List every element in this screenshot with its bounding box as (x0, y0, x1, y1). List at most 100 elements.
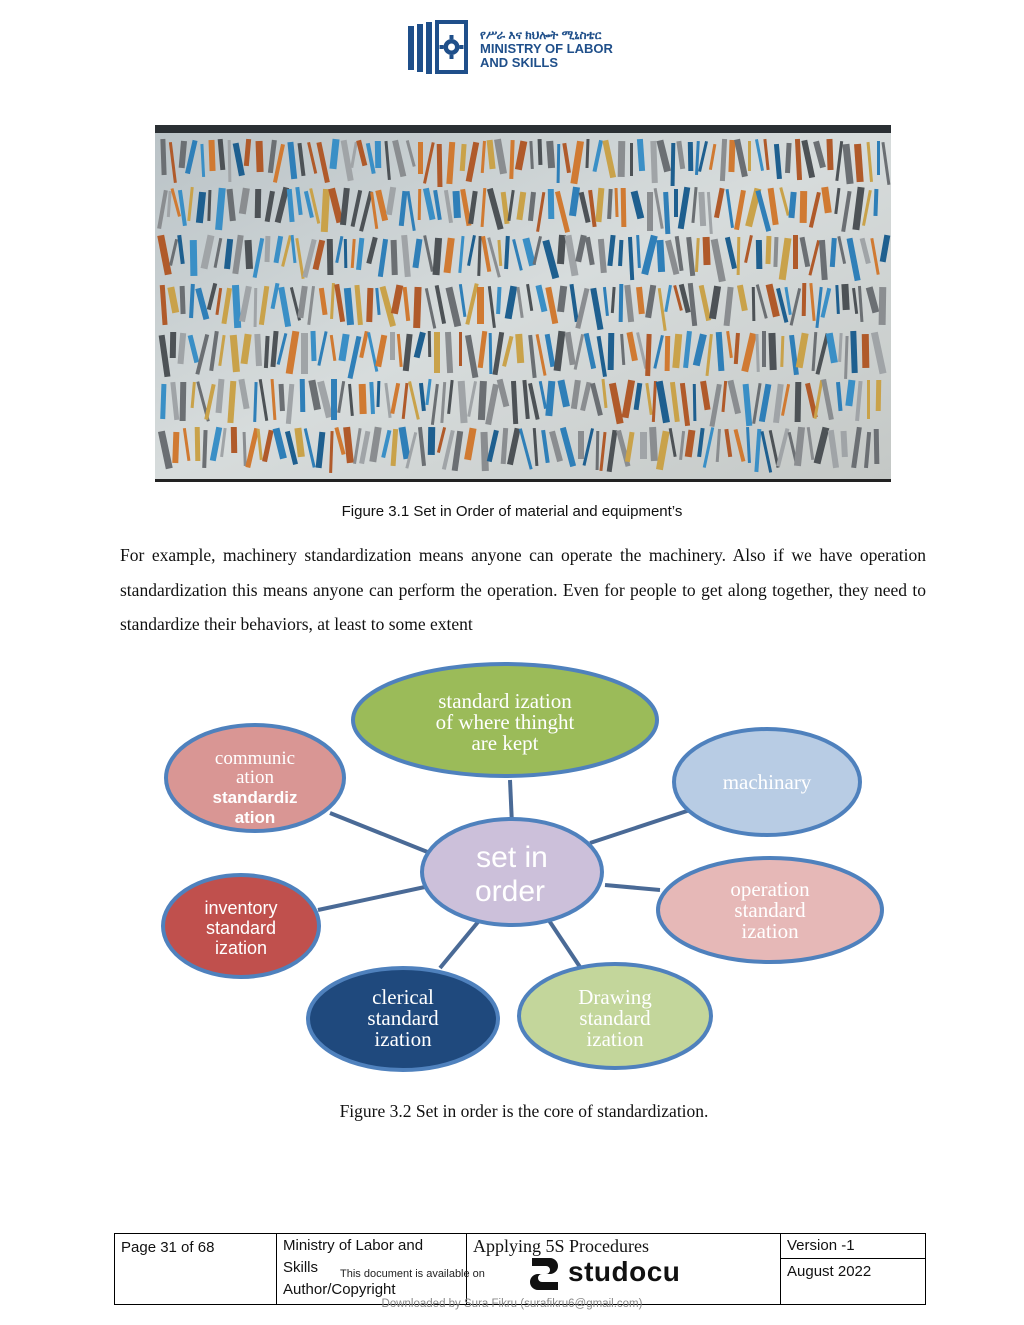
tool-shape (229, 334, 240, 373)
tool-shape (507, 427, 521, 466)
tool-shape (375, 334, 388, 368)
tool-shape (773, 143, 782, 180)
tool-shape (528, 334, 537, 379)
tool-shape (760, 431, 773, 473)
node-text: ation (235, 808, 276, 827)
tool-shape (556, 234, 567, 265)
tool-shape (170, 188, 181, 217)
tool-shape (315, 431, 326, 469)
tool-shape (274, 186, 290, 224)
tool-shape (465, 141, 480, 183)
tool-shape (486, 187, 504, 231)
tool-shape (672, 333, 683, 369)
tool-shape (826, 138, 834, 171)
tool-shape (752, 382, 762, 424)
tool-shape (702, 427, 715, 468)
tool-shape (692, 383, 697, 422)
tool-shape (334, 426, 346, 456)
tool-shape (504, 285, 518, 320)
tool-shape (185, 139, 198, 175)
node-text: ization (741, 919, 799, 943)
tool-shape (457, 380, 468, 424)
tool-shape (340, 139, 354, 182)
tool-shape (850, 330, 858, 374)
tool-shape (679, 382, 691, 427)
tool-shape (492, 331, 505, 376)
studocu-logo[interactable]: studocu (522, 1254, 692, 1294)
tool-shape (655, 380, 670, 424)
tool-shape (602, 286, 609, 317)
tool-shape (835, 140, 844, 182)
tool-shape (316, 141, 330, 184)
tool-shape (187, 186, 194, 222)
connector-line (589, 808, 691, 845)
ministry-emblem-icon (408, 20, 468, 74)
node-text: ization (215, 938, 267, 958)
tool-shape (486, 139, 496, 170)
tool-shape (169, 238, 179, 266)
tool-shape (375, 287, 381, 316)
tool-shape (326, 238, 334, 276)
node-set-in-order-center: set in order (420, 817, 604, 927)
tool-shape (794, 138, 803, 181)
tool-shape (413, 331, 426, 359)
tool-shape (384, 140, 391, 181)
downloaded-by-note: Downloaded by Sura Fikru (surafikru6@gma… (381, 1298, 643, 1310)
tool-shape (253, 287, 258, 328)
node-machinary: machinary (672, 727, 862, 837)
tools-wall-image (155, 125, 891, 479)
tool-shape (451, 430, 464, 472)
tool-shape (215, 287, 223, 316)
tool-shape (854, 143, 864, 183)
tool-shape (776, 287, 789, 323)
tool-shape (852, 186, 865, 231)
tool-shape (405, 140, 416, 167)
tool-shape (590, 287, 604, 331)
tool-shape (815, 286, 823, 329)
tool-shape (535, 284, 548, 313)
tool-shape (301, 333, 308, 374)
tool-shape (650, 140, 658, 184)
tool-shape (285, 383, 295, 425)
tool-shape (618, 239, 624, 267)
tool-shape (221, 287, 233, 325)
tool-shape (694, 237, 700, 273)
tool-shape (765, 235, 772, 265)
tool-shape (695, 140, 700, 176)
tool-shape (624, 431, 635, 463)
tool-shape (837, 235, 847, 264)
tool-shape (440, 381, 447, 424)
tool-shape (762, 331, 766, 367)
tool-shape (406, 190, 416, 231)
tool-shape (700, 380, 711, 411)
tool-shape (724, 236, 737, 270)
tool-shape (427, 426, 436, 456)
tool-shape (240, 333, 252, 365)
tool-shape (179, 381, 187, 422)
node-text: are kept (471, 731, 538, 755)
tool-shape (746, 426, 751, 464)
tool-shape (215, 187, 226, 231)
tool-shape (664, 284, 672, 313)
tool-shape (374, 140, 382, 169)
tool-shape (645, 284, 657, 319)
node-where-things-kept: standard ization of where thinght are ke… (351, 662, 659, 778)
tool-shape (267, 139, 277, 174)
tool-shape (320, 188, 331, 233)
tool-shape (405, 432, 418, 469)
tool-shape (369, 381, 375, 415)
tool-shape (308, 379, 321, 411)
tool-shape (460, 188, 472, 227)
tool-shape (244, 239, 254, 270)
tool-shape (697, 427, 705, 458)
tool-shape (285, 330, 300, 375)
tool-shape (422, 187, 436, 221)
tool-shape (295, 186, 303, 216)
tool-shape (354, 284, 363, 326)
date-label: August 2022 (787, 1263, 872, 1280)
tool-shape (840, 430, 848, 458)
tool-shape (687, 141, 694, 172)
tool-shape (526, 283, 534, 312)
tool-shape (408, 381, 420, 420)
tool-shape (232, 142, 245, 177)
